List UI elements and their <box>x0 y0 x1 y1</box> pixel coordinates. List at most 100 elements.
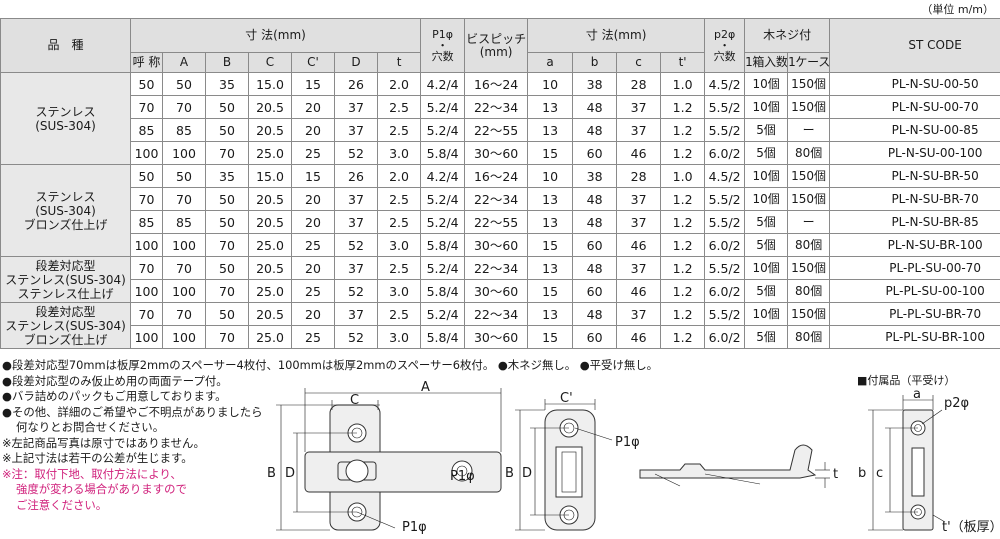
table-cell: 70 <box>130 302 163 326</box>
header-col1-6: t <box>376 52 422 73</box>
table-cell: 25 <box>291 325 335 349</box>
header-stcode: ST CODE <box>829 18 1000 73</box>
table-cell: 10個 <box>744 164 789 188</box>
table-cell: 5個 <box>744 141 789 165</box>
table-cell: 85 <box>162 118 206 142</box>
table-cell: 80個 <box>787 279 831 303</box>
table-cell: 70 <box>130 256 163 280</box>
table-cell: 20.5 <box>248 210 292 234</box>
table-cell: 37 <box>334 302 378 326</box>
table-cell: 37 <box>334 118 378 142</box>
st-code-cell: PL-N-SU-BR-85 <box>829 210 1000 234</box>
table-cell: 80個 <box>787 233 831 257</box>
header-col1-4: C' <box>291 52 335 73</box>
table-cell: 28 <box>616 72 662 96</box>
table-cell: 6.0/2 <box>704 233 746 257</box>
table-cell: 10個 <box>744 95 789 119</box>
table-cell: 52 <box>334 141 378 165</box>
note-line: ※注：取付下地、取付方法により、 <box>2 466 182 481</box>
table-cell: 5.5/2 <box>704 187 746 211</box>
st-code-cell: PL-N-SU-00-70 <box>829 95 1000 119</box>
table-cell: 100 <box>130 325 163 349</box>
table-cell: 20 <box>291 256 335 280</box>
label-b: b <box>858 466 866 481</box>
table-cell: 1.2 <box>660 210 706 234</box>
header-col1-3: C <box>248 52 292 73</box>
table-cell: 46 <box>616 233 662 257</box>
table-cell: 22～55 <box>464 210 529 234</box>
label-D-side: D <box>522 466 532 481</box>
table-cell: ー <box>787 118 831 142</box>
table-cell: 3.0 <box>376 279 422 303</box>
table-cell: 50 <box>205 256 249 280</box>
table-cell: 70 <box>162 187 206 211</box>
table-cell: 1.2 <box>660 118 706 142</box>
table-cell: 60 <box>572 141 618 165</box>
header-screw: 木ネジ付 <box>744 18 831 53</box>
table-cell: 2.5 <box>376 95 422 119</box>
table-cell: 70 <box>162 95 206 119</box>
table-cell: 150個 <box>787 256 831 280</box>
table-cell: 85 <box>130 118 163 142</box>
header-col1-5: D <box>334 52 378 73</box>
table-cell: 10 <box>527 164 574 188</box>
table-cell: 30～60 <box>464 279 529 303</box>
table-cell: 46 <box>616 325 662 349</box>
table-cell: 70 <box>205 141 249 165</box>
table-cell: 10個 <box>744 187 789 211</box>
table-cell: 2.5 <box>376 118 422 142</box>
note-line: ※左記商品写真は原寸ではありません。 <box>2 435 205 450</box>
table-cell: 80個 <box>787 325 831 349</box>
table-cell: 52 <box>334 233 378 257</box>
label-C: C <box>350 393 359 408</box>
note-line: 何なりとお問合せください。 <box>16 420 165 434</box>
note-line: 強度が変わる場合がありますので <box>16 482 187 496</box>
accessory-title: ■付属品（平受け） <box>857 374 955 387</box>
table-cell: 1.2 <box>660 233 706 257</box>
table-cell: 37 <box>334 95 378 119</box>
table-cell: 37 <box>616 95 662 119</box>
table-cell: 50 <box>205 210 249 234</box>
table-cell: 70 <box>205 233 249 257</box>
table-cell: 150個 <box>787 164 831 188</box>
table-cell: 20.5 <box>248 118 292 142</box>
table-cell: 4.5/2 <box>704 164 746 188</box>
table-cell: 3.0 <box>376 141 422 165</box>
table-cell: 15.0 <box>248 164 292 188</box>
table-cell: 150個 <box>787 72 831 96</box>
header-screw-col-1: 1ケース入数 <box>787 52 831 73</box>
group-name: ステンレス (SUS-304) ブロンズ仕上げ <box>0 164 131 257</box>
header-p2: p2φ ・ 穴数 <box>704 18 746 73</box>
table-cell: 13 <box>527 210 574 234</box>
st-code-cell: PL-N-SU-BR-100 <box>829 233 1000 257</box>
table-cell: 22～55 <box>464 118 529 142</box>
header-col2-1: b <box>572 52 618 73</box>
table-cell: 25.0 <box>248 325 292 349</box>
table-cell: 5.8/4 <box>420 325 466 349</box>
table-cell: 16～24 <box>464 72 529 96</box>
note-line: ●その他、詳細のご希望やご不明点がありましたら <box>2 404 263 419</box>
note-line: ●段差対応型のみ仮止め用の両面テープ付。 <box>2 373 228 388</box>
table-cell: 50 <box>162 72 206 96</box>
label-Cprime: C' <box>560 391 573 406</box>
table-cell: 10個 <box>744 302 789 326</box>
table-cell: 15 <box>527 279 574 303</box>
table-cell: 30～60 <box>464 325 529 349</box>
label-tprime: t'（板厚） <box>942 520 1000 535</box>
label-P1-top: P1φ <box>450 469 475 484</box>
front-view-drawing: A C B D P1φ P1φ <box>267 380 502 535</box>
label-P1-side: P1φ <box>615 435 640 450</box>
table-cell: 13 <box>527 95 574 119</box>
notes: ●段差対応型70mmは板厚2mmのスペーサー4枚付、100mmは板厚2mmのスペ… <box>2 358 658 513</box>
header-sunpo-2: 寸 法(mm) <box>527 18 706 53</box>
table-cell: 25.0 <box>248 233 292 257</box>
table-cell: 1.2 <box>660 95 706 119</box>
table-cell: 5.8/4 <box>420 279 466 303</box>
table-cell: 37 <box>616 187 662 211</box>
table-cell: 5.5/2 <box>704 95 746 119</box>
